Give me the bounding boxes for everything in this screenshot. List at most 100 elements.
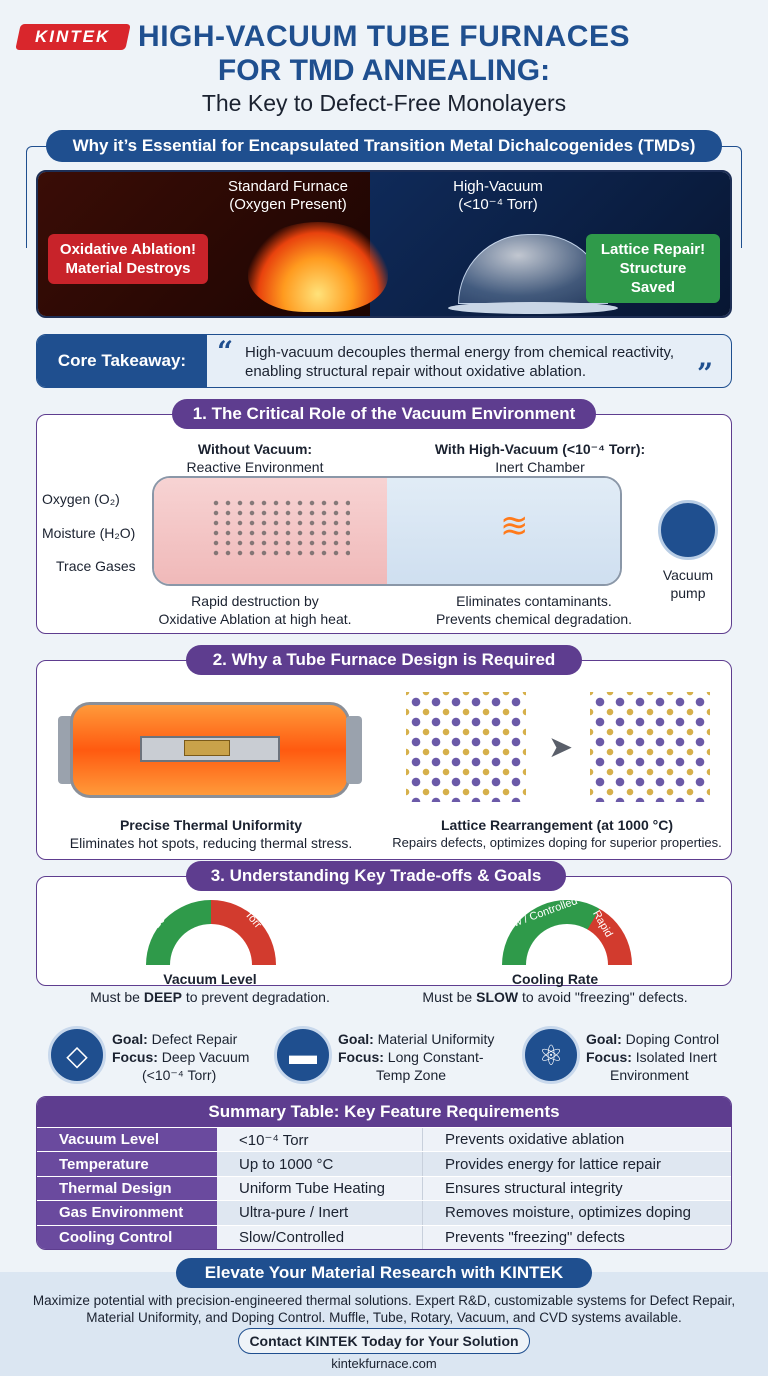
hero-left-sub: (Oxygen Present) xyxy=(229,196,347,213)
s1-left-caption-1: Rapid destruction by xyxy=(191,593,319,609)
plate-icon: ▬ xyxy=(274,1026,332,1084)
vacuum-level-desc-pre: Must be xyxy=(90,989,144,1005)
vacuum-pump-icon xyxy=(658,500,718,560)
table-cell-spec: Uniform Tube Heating xyxy=(217,1176,423,1201)
s1-right-caption-1: Eliminates contaminants. xyxy=(456,593,612,609)
hero-left-heading: Standard Furnace (Oxygen Present) xyxy=(188,178,388,214)
hero-right-sub: (<10⁻⁴ Torr) xyxy=(458,196,538,213)
s2-left-heading: Precise Thermal Uniformity xyxy=(119,817,303,833)
close-quote-icon: ” xyxy=(697,357,714,388)
summary-table: Summary Table: Key Feature Requirements … xyxy=(36,1096,732,1250)
table-row: Vacuum Level <10⁻⁴ Torr Prevents oxidati… xyxy=(37,1127,731,1152)
table-cell-benefit: Ensures structural integrity xyxy=(423,1176,731,1201)
fire-illustration xyxy=(248,222,388,312)
ablation-badge-line1: Oxidative Ablation! xyxy=(59,241,197,258)
table-cell-benefit: Prevents "freezing" defects xyxy=(423,1225,731,1249)
cooling-rate-heading: Cooling Rate xyxy=(511,971,599,987)
s2-right-heading: Lattice Rearrangement (at 1000 °C) xyxy=(440,817,673,833)
gas-moisture-label: Moisture (H₂O) xyxy=(42,525,136,541)
table-cell-feature: Temperature xyxy=(37,1152,217,1176)
vacuum-level-desc-em: DEEP xyxy=(143,989,182,1005)
gas-oxygen-label: Oxygen (O₂) xyxy=(42,491,120,507)
page-subtitle: The Key to Defect-Free Monolayers xyxy=(201,90,567,116)
goal-2-goal-value: Material Uniformity xyxy=(373,1031,495,1047)
table-cell-feature: Gas Environment xyxy=(37,1201,217,1225)
goal-3-goal-value: Doping Control xyxy=(621,1031,720,1047)
cooling-rate-caption: Cooling Rate Must be SLOW to avoid "free… xyxy=(400,970,710,1006)
s1-left-caption: Rapid destruction by Oxidative Ablation … xyxy=(120,592,390,628)
table-cell-feature: Cooling Control xyxy=(37,1225,217,1249)
hero-comparison: Standard Furnace (Oxygen Present) High-V… xyxy=(36,170,732,318)
heat-waves-icon: ≋ xyxy=(500,507,529,545)
repair-badge-line2: Structure Saved xyxy=(619,260,687,296)
quartz-tube xyxy=(152,476,622,586)
goal-1-goal: Goal: Defect Repair xyxy=(112,1030,272,1048)
summary-table-title: Summary Table: Key Feature Requirements xyxy=(37,1097,731,1127)
goal-1-focus-label: Focus: xyxy=(112,1049,158,1065)
section2-title: 2. Why a Tube Furnace Design is Required xyxy=(186,645,582,675)
goal-3-focus: Focus: Isolated Inert xyxy=(586,1048,736,1066)
footer-title: Elevate Your Material Research with KINT… xyxy=(176,1258,592,1288)
cooling-gauge-center xyxy=(526,924,608,965)
table-cell-benefit: Prevents oxidative ablation xyxy=(423,1128,731,1152)
table-cell-spec: <10⁻⁴ Torr xyxy=(217,1128,423,1152)
tmd-sample xyxy=(184,740,230,756)
furnace-end-cap-right xyxy=(346,716,362,784)
table-cell-spec: Up to 1000 °C xyxy=(217,1152,423,1176)
goal-3-goal: Goal: Doping Control xyxy=(586,1030,736,1048)
vacuum-pump-label: Vacuum pump xyxy=(648,566,728,602)
hero-left-title: Standard Furnace xyxy=(227,178,349,195)
table-cell-spec: Ultra-pure / Inert xyxy=(217,1201,423,1225)
goal-3-focus-value: Isolated Inert xyxy=(631,1049,717,1065)
core-takeaway-text: High-vacuum decouples thermal energy fro… xyxy=(245,344,675,380)
table-cell-spec: Slow/Controlled xyxy=(217,1225,423,1249)
goal-2-focus-label: Focus: xyxy=(338,1049,384,1065)
goal-2-goal-label: Goal: xyxy=(338,1031,374,1047)
dome-base xyxy=(448,302,618,314)
goal-2-focus-value: Long Constant- xyxy=(383,1049,484,1065)
vacuum-level-desc-post: to prevent degradation. xyxy=(181,989,330,1005)
goal-2-focus-cont: Temp Zone xyxy=(376,1067,447,1083)
goal-1-focus: Focus: Deep Vacuum xyxy=(112,1048,272,1066)
vacuum-level-desc: Must be DEEP to prevent degradation. xyxy=(60,988,360,1006)
table-row: Cooling Control Slow/Controlled Prevents… xyxy=(37,1224,731,1249)
defective-lattice-illustration xyxy=(406,692,526,802)
ablation-badge: Oxidative Ablation! Material Destroys xyxy=(48,234,208,284)
page-title-line1: HIGH-VACUUM TUBE FURNACES xyxy=(138,20,630,53)
ablation-badge-line2: Material Destroys xyxy=(65,260,191,277)
section1-title: 1. The Critical Role of the Vacuum Envir… xyxy=(172,399,596,429)
s1-right-heading-title: With High-Vacuum (<10⁻⁴ Torr): xyxy=(434,441,646,457)
table-cell-feature: Vacuum Level xyxy=(37,1128,217,1152)
vacuum-level-caption: Vacuum Level Must be DEEP to prevent deg… xyxy=(60,970,360,1006)
section3-title: 3. Understanding Key Trade-offs & Goals xyxy=(186,861,566,891)
s2-left-text: Eliminates hot spots, reducing thermal s… xyxy=(69,835,353,851)
vacuum-gauge-center xyxy=(170,924,252,965)
table-row: Thermal Design Uniform Tube Heating Ensu… xyxy=(37,1175,731,1201)
vacuum-pump-label-1: Vacuum xyxy=(662,567,714,583)
table-cell-benefit: Removes moisture, optimizes doping xyxy=(423,1201,731,1225)
open-quote-icon: “ xyxy=(217,335,234,368)
goal-2-goal: Goal: Material Uniformity xyxy=(338,1030,508,1048)
diamond-icon: ◇ xyxy=(48,1026,106,1084)
table-cell-benefit: Provides energy for lattice repair xyxy=(423,1152,731,1176)
vacuum-pump-label-2: pump xyxy=(670,585,706,601)
s1-left-heading-sub: Reactive Environment xyxy=(186,459,324,475)
s1-right-heading: With High-Vacuum (<10⁻⁴ Torr): Inert Cha… xyxy=(390,440,690,476)
footer-band xyxy=(0,1272,768,1376)
goal-1-focus-cont: (<10⁻⁴ Torr) xyxy=(142,1067,217,1083)
atom-icon: ⚛ xyxy=(522,1026,580,1084)
goal-2-focus: Focus: Long Constant- xyxy=(338,1048,508,1066)
goal-3-goal-label: Goal: xyxy=(586,1031,622,1047)
repaired-lattice-illustration xyxy=(590,692,710,802)
goal-1-focus-value: Deep Vacuum xyxy=(157,1049,250,1065)
vacuum-level-heading: Vacuum Level xyxy=(163,971,257,987)
repair-badge-line1: Lattice Repair! xyxy=(600,241,706,258)
cooling-rate-desc: Must be SLOW to avoid "freezing" defects… xyxy=(400,988,710,1006)
footer-description: Maximize potential with precision-engine… xyxy=(32,1293,736,1325)
contact-button[interactable]: Contact KINTEK Today for Your Solution xyxy=(238,1328,530,1354)
core-takeaway-label: Core Takeaway: xyxy=(37,335,207,387)
website-link[interactable]: kintekfurnace.com xyxy=(331,1356,437,1371)
cooling-rate-desc-pre: Must be xyxy=(422,989,477,1005)
goal-1-goal-value: Defect Repair xyxy=(147,1031,238,1047)
